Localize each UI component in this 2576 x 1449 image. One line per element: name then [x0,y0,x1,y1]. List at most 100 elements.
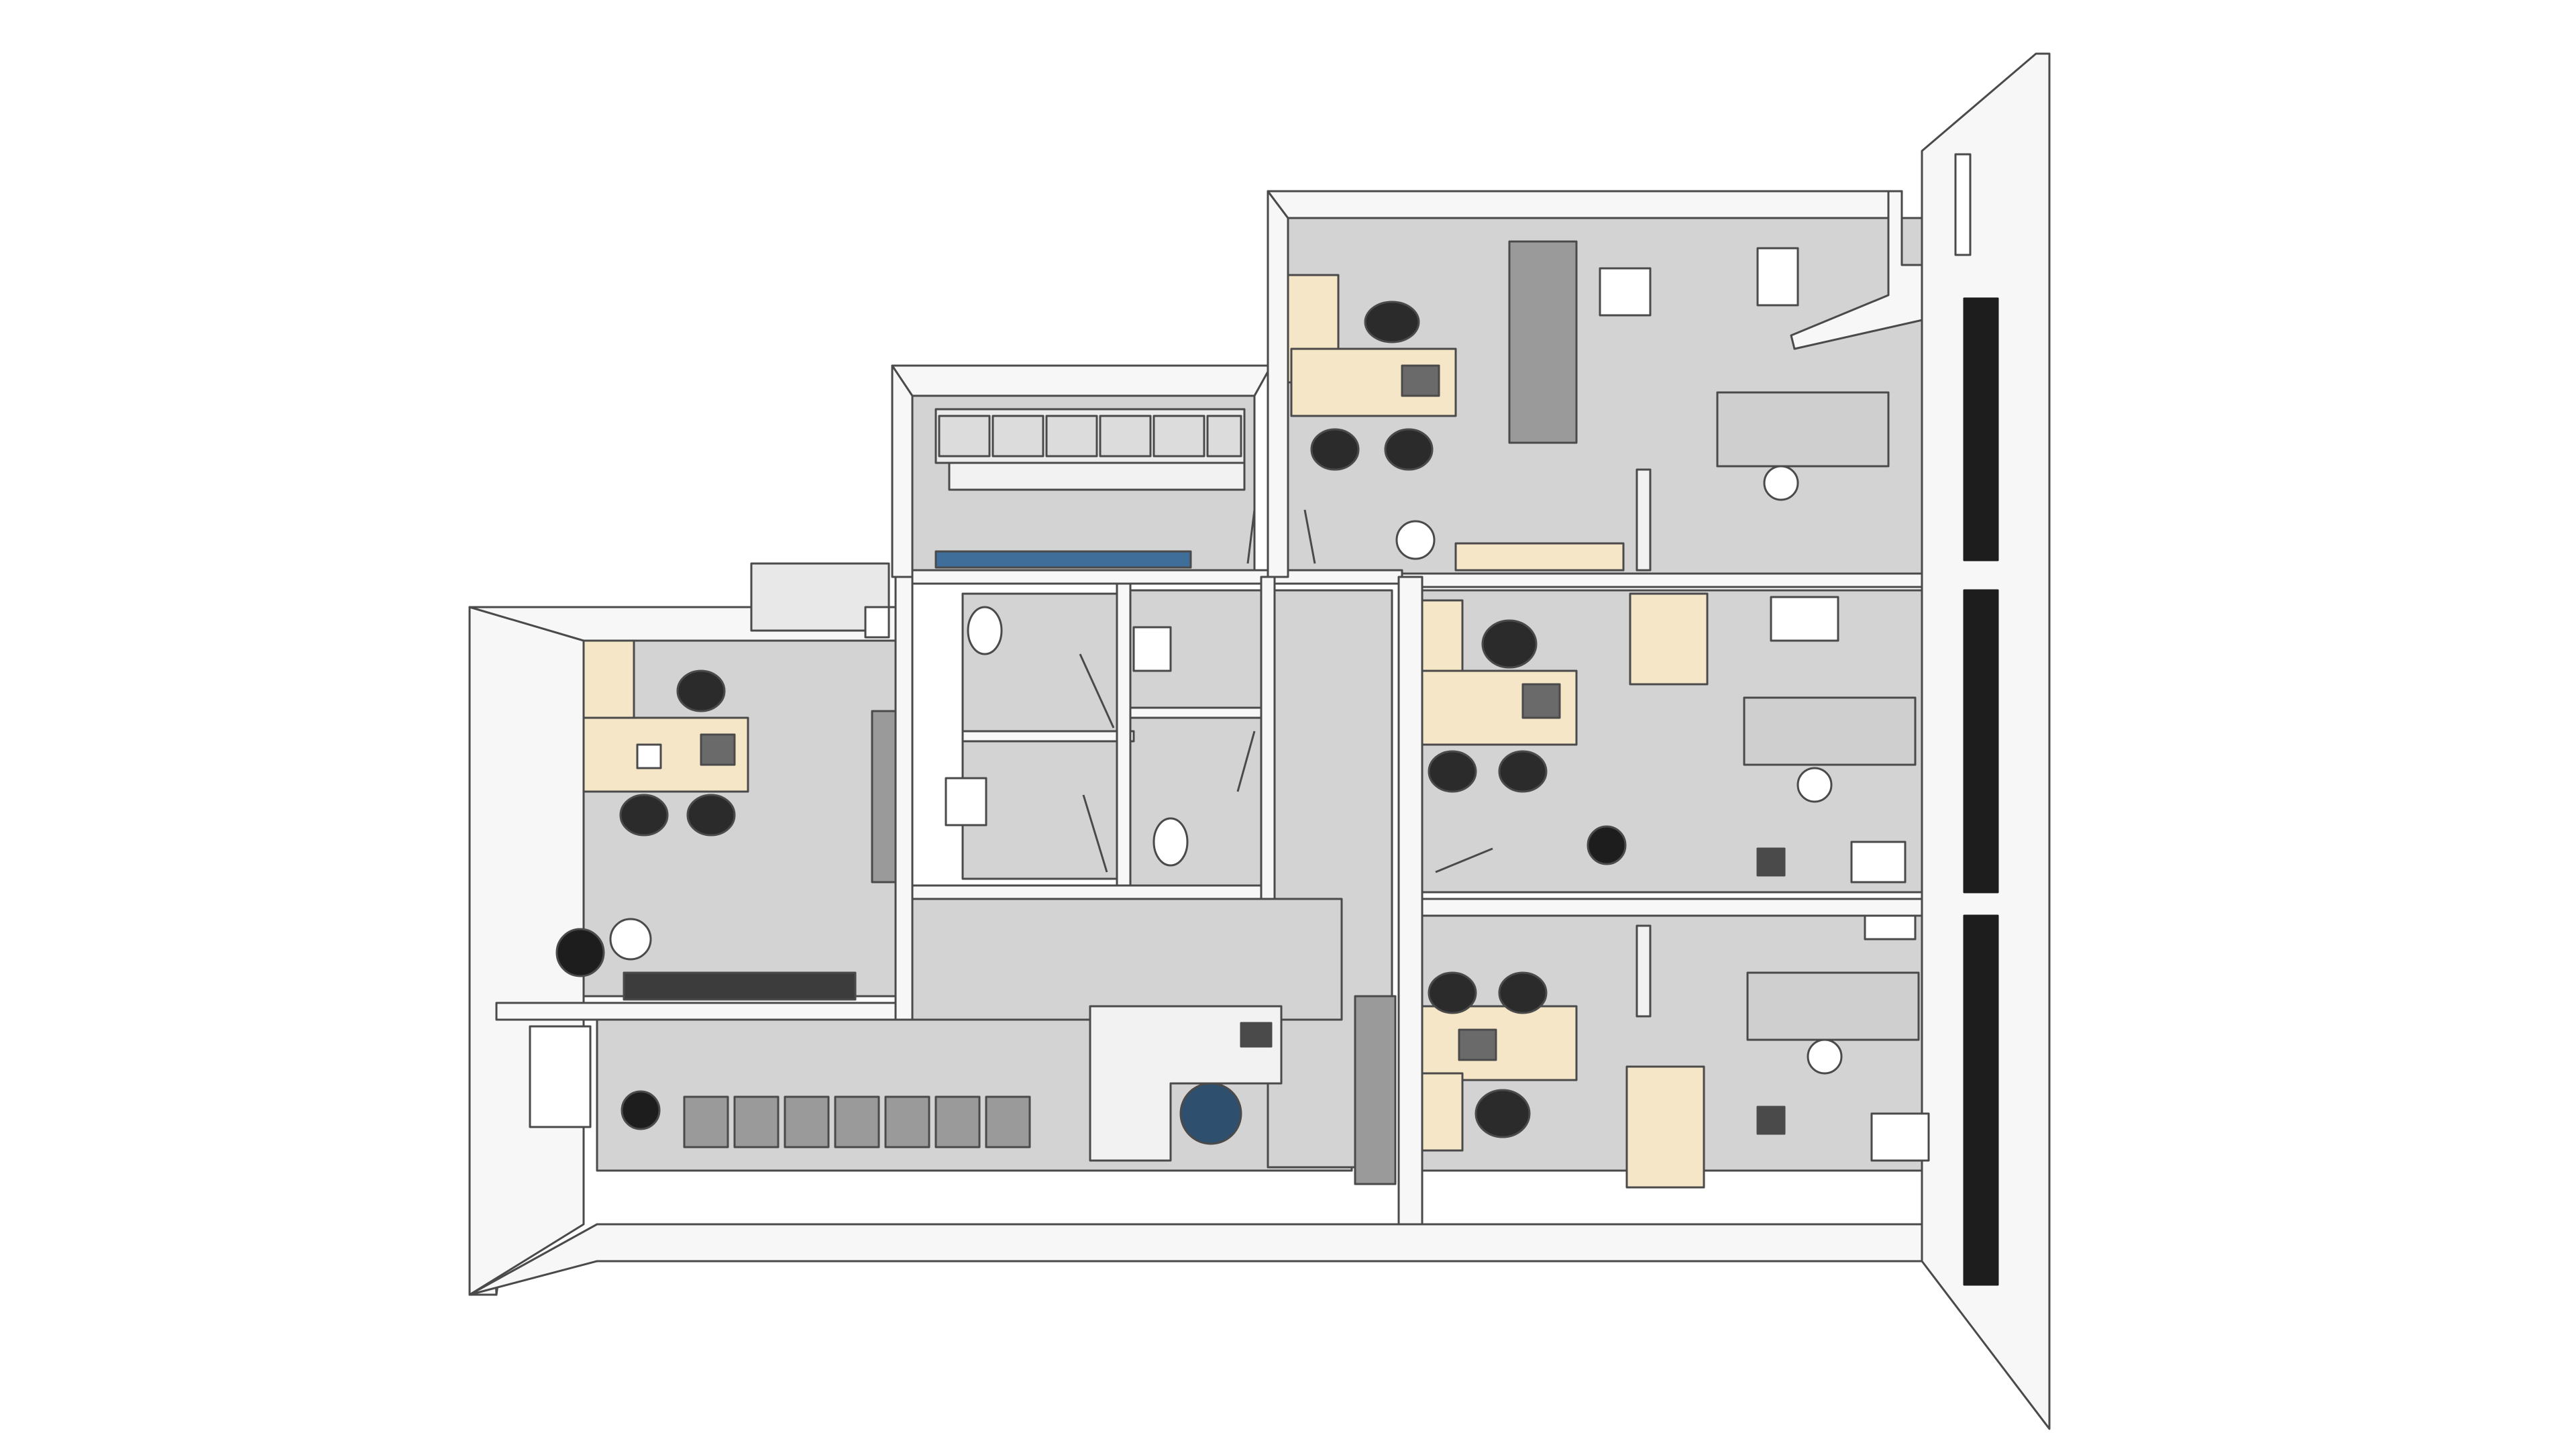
cabinet-icon [871,710,897,883]
office-chair-icon [686,794,736,837]
door-icon [1246,509,1256,564]
sink-icon [1770,596,1839,642]
laptop-icon [1521,683,1561,719]
window-strip-3 [1963,914,1999,1286]
stool-icon [555,928,605,977]
sink-icon [864,606,890,639]
wall-bottom [468,1223,2034,1296]
laptop-icon [1458,1028,1497,1061]
printer-icon [1240,1022,1273,1048]
reception-counter-icon [1089,1005,1283,1162]
office-chair-icon [1481,619,1538,669]
office-chair-icon [1428,750,1477,793]
wall-storage-top [891,364,1273,397]
window-top [1954,153,1972,256]
cabinet-door-5 [1152,415,1205,458]
window-icon [529,1025,592,1128]
storage-room [934,408,1246,569]
sink-icon [1756,247,1799,307]
cabinet-door-2 [991,415,1044,458]
waiting-chair-icon [733,1095,780,1148]
stool-icon [1763,465,1799,501]
desk-icon [582,716,749,793]
cabinet-door-1 [938,415,991,458]
office-chair-icon [1428,971,1477,1014]
office-chair-icon [1474,1089,1531,1138]
wall-top-room-left [1267,190,1289,578]
trash-bin-icon [1756,847,1786,877]
window-strip-2 [1963,589,1999,894]
cabinet-icon [1625,1065,1705,1189]
cabinet-door-3 [1045,415,1098,458]
cabinet-door-6 [1206,415,1242,458]
stool-icon [1395,520,1436,560]
trash-bin-icon [1756,1106,1786,1135]
wall-storage-bottom [911,569,1403,585]
coat-rack-icon [621,1090,661,1130]
wall-top-room-top [1267,190,1903,219]
office-chair-icon [1498,971,1548,1014]
cabinet-icon [1354,995,1397,1185]
door-icon [1303,509,1316,564]
waiting-chair-icon [985,1095,1031,1148]
laptop-icon [700,733,736,766]
office-chair-icon [1364,301,1420,343]
wall-restroom-divider-h2 [1129,706,1269,719]
exam-table-icon [1743,696,1917,766]
door-icon [1082,794,1108,873]
desk-icon [1421,1072,1464,1152]
shelf-unit-icon [1454,542,1625,572]
waiting-chair-icon [884,1095,930,1148]
coat-rack-icon [609,918,652,961]
waiting-chair-icon [934,1095,981,1148]
top-exam-room [1287,240,1890,572]
cabinet-icon [1508,240,1578,444]
wall-restroom-bottom [911,884,1276,900]
exam-table-icon [1746,971,1920,1041]
waiting-room [529,995,1397,1185]
wall-corridor-right [1397,576,1424,1226]
laptop-icon [1401,364,1440,397]
door-icon [1236,731,1256,792]
sink-icon [1870,1112,1930,1162]
bottom-exam-room [1421,914,1930,1189]
wall-restroom-right [1260,576,1276,900]
medical-cart-icon [1599,267,1652,317]
window-strip-1 [1963,297,1999,561]
paper-icon [636,743,662,769]
sofa-icon [934,550,1192,569]
restrooms [750,509,1316,873]
sink-icon [1132,626,1172,672]
floor-reception-area [911,898,1343,1021]
cabinet-door-4 [1099,415,1152,458]
sink-icon [945,777,987,826]
desk-icon [1421,1005,1578,1081]
office-chair-icon [676,669,726,712]
waiting-chair-icon [784,1095,830,1148]
wall-restroom-divider-v [1116,582,1132,887]
office-chair-icon [1498,750,1548,793]
door-icon [1079,653,1115,729]
desk-icon [1421,599,1464,682]
medical-cart-icon [1850,841,1907,883]
left-office [555,639,897,1001]
wall-restroom-divider-h [961,730,1135,743]
office-chair-icon [619,794,669,837]
medical-cart-icon [1864,914,1917,941]
toilet-icon [967,606,1003,655]
wall-left-lower-divider [495,1002,897,1021]
lockers-row [948,462,1246,491]
stool-icon [1587,825,1627,865]
wall-storage-left [891,364,914,578]
wall-left-office-right [894,576,914,1021]
windows [1954,153,1999,1286]
door-icon [1435,847,1493,873]
door-icon [1635,924,1652,1018]
toilet-icon [1152,817,1189,867]
stool-icon [1796,767,1833,803]
desk-icon [582,639,635,722]
stool-icon [1807,1038,1843,1075]
office-chair-icon [1310,428,1360,471]
